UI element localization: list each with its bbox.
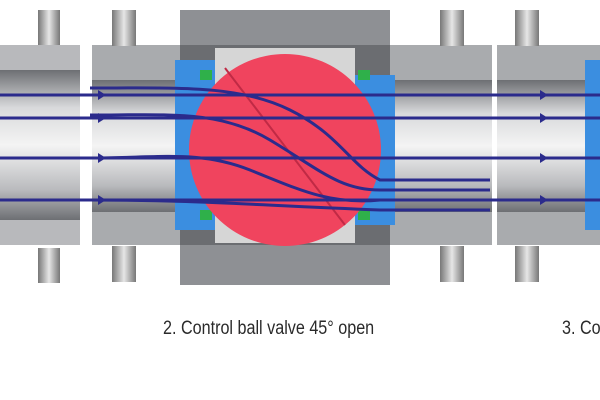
seal-top-left (200, 70, 212, 80)
seal-bottom-left (200, 210, 212, 220)
right-valve-section (497, 10, 600, 282)
flow-arrows (98, 90, 548, 205)
caption-right-partial: 3. Co (562, 318, 600, 339)
seal-bottom-right (358, 210, 370, 220)
caption-center: 2. Control ball valve 45° open (163, 318, 375, 339)
seal-top-right (358, 70, 370, 80)
left-valve-section (0, 10, 80, 283)
ball-valve-diagram (0, 10, 600, 285)
